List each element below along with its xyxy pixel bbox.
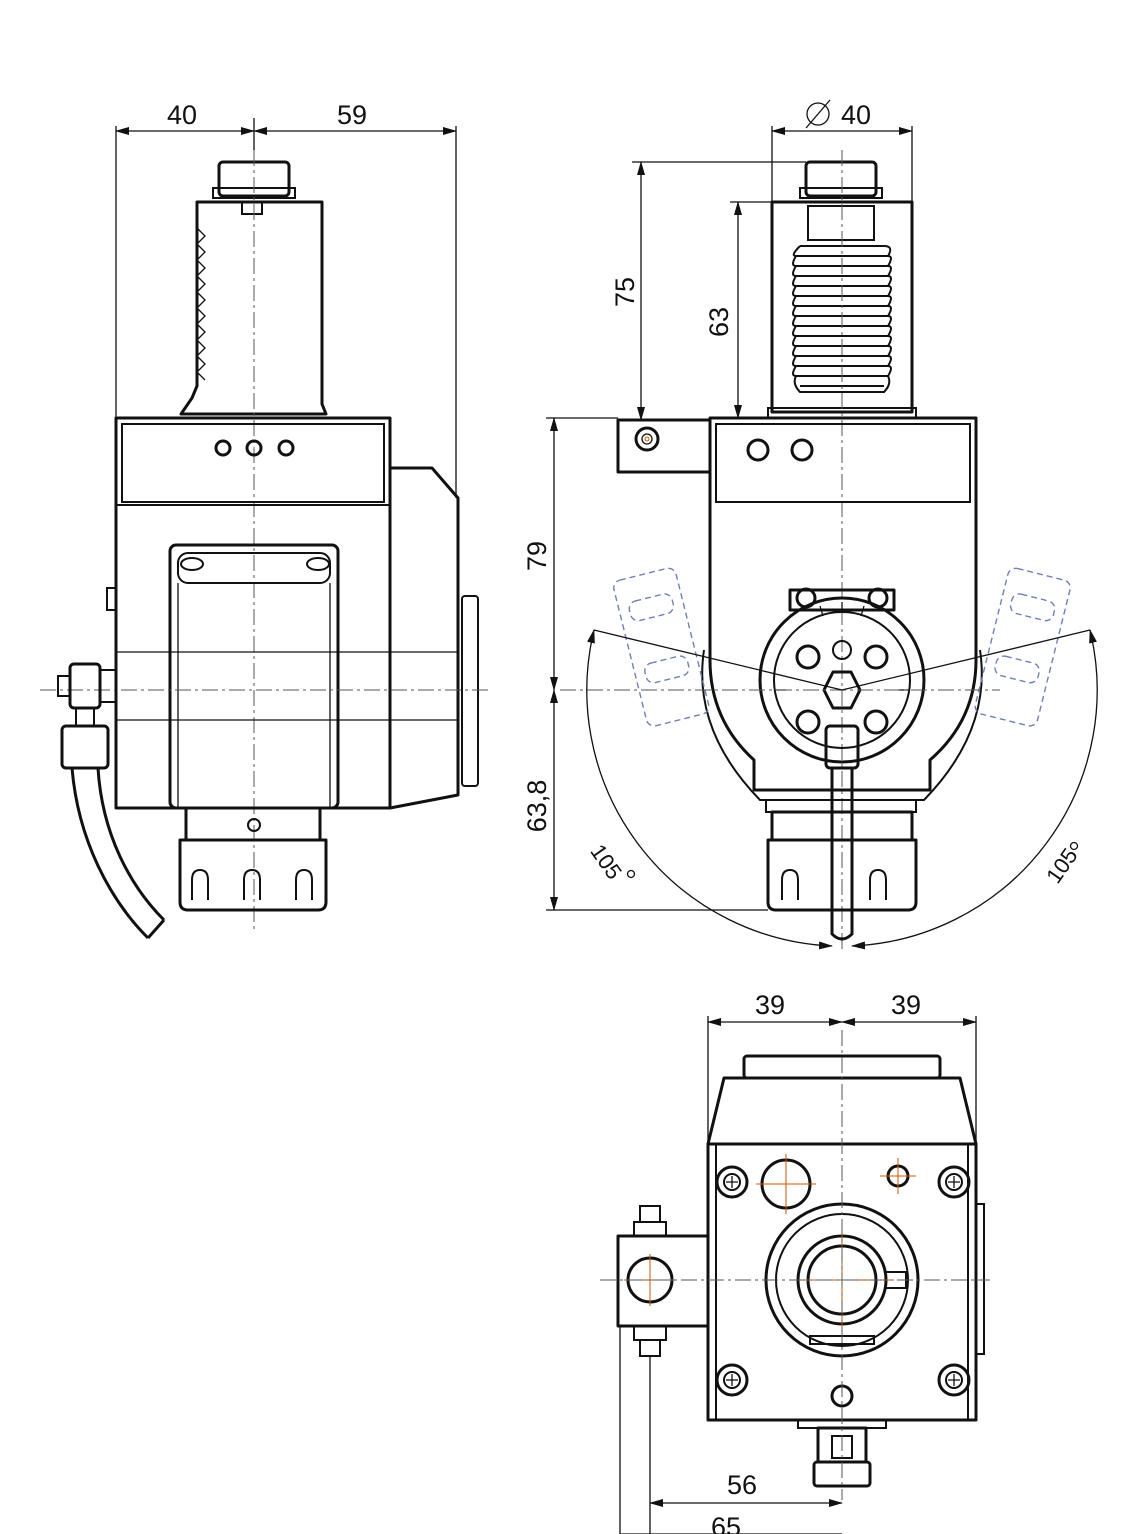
front-drive-nut <box>804 160 878 198</box>
side-housing-bulge <box>389 466 460 810</box>
side-coolant-elbow <box>60 724 110 770</box>
dim-label-bottom-right: 39 <box>891 990 921 1020</box>
side-housing-top-band <box>121 423 385 503</box>
dim-label-bottom-56: 56 <box>727 1470 757 1500</box>
side-cover-screw-right <box>306 557 330 571</box>
front-swivel-ghost-left <box>613 567 710 727</box>
bottom-clamp-bolt-bottom <box>639 1339 661 1357</box>
side-collet-slot-3 <box>295 868 313 900</box>
bottom-view: 39 39 56 65 <box>600 990 990 1534</box>
bottom-plug-small-center <box>880 1158 916 1194</box>
dim-label-front-75: 75 <box>610 277 640 307</box>
side-view: 40 59 <box>40 100 490 940</box>
front-plug-1 <box>746 438 770 462</box>
side-shank-slot <box>241 202 263 215</box>
dim-label-side-left: 40 <box>167 100 197 130</box>
front-dial-screw-bl <box>795 709 821 735</box>
diameter-symbol <box>806 102 830 126</box>
side-hole-3 <box>277 439 295 457</box>
front-collet-ring-top <box>765 799 917 813</box>
bottom-right-rail <box>975 1203 985 1355</box>
front-dial-bracket <box>788 588 896 612</box>
front-view: 105 105 40 75 63 79 63,8 <box>522 99 1098 950</box>
front-dial-screw-br <box>863 709 889 735</box>
bottom-screw-br <box>937 1363 971 1397</box>
side-collet-slot-2 <box>243 868 261 900</box>
side-housing-flange <box>461 595 479 787</box>
bottom-clamp-nut-bottom <box>633 1325 667 1341</box>
angle-arc-right <box>851 629 1098 950</box>
front-clamp-lug <box>616 418 712 474</box>
angle-degree-left <box>626 869 636 879</box>
front-clamp-screw-inner <box>641 433 653 445</box>
dim-label-front-63-8: 63,8 <box>522 780 552 833</box>
bottom-clamp-nut-top <box>633 1221 667 1237</box>
bottom-side-clamp <box>616 1234 710 1328</box>
side-coolant-hose-inner <box>96 767 166 922</box>
side-coolant-fitting <box>68 662 102 710</box>
dim-label-bottom-left: 39 <box>755 990 785 1020</box>
front-dial-screw-mr <box>863 644 889 670</box>
front-dial-pin <box>832 640 852 660</box>
side-housing-plug <box>106 587 117 611</box>
bottom-screw-tl <box>715 1165 749 1199</box>
angle-label-left: 105 <box>585 839 627 883</box>
bottom-screw-bl <box>715 1363 749 1397</box>
dim-label-front-diameter: 40 <box>841 100 871 130</box>
front-drive-nut-flange <box>799 187 883 199</box>
front-swivel-ghost-right <box>974 567 1071 727</box>
front-clamp-screw <box>634 426 660 452</box>
dim-label-front-79: 79 <box>522 541 552 571</box>
side-collet-pin <box>247 818 261 832</box>
side-cover-top <box>177 552 331 584</box>
front-collet-slot-1 <box>781 868 799 900</box>
side-collet-nut <box>178 838 328 912</box>
dim-label-front-63: 63 <box>704 307 734 337</box>
angle-label-right: 105 <box>1041 843 1083 887</box>
side-cover-screw-left <box>180 557 204 571</box>
front-dial-screw-ml <box>795 644 821 670</box>
front-shank <box>770 200 914 414</box>
side-hole-2 <box>245 439 263 457</box>
side-hole-1 <box>214 439 232 457</box>
side-collet-slot-1 <box>191 868 209 900</box>
side-shank-serration <box>196 227 206 381</box>
angle-arc-left <box>586 629 833 950</box>
front-dial-scale <box>776 602 908 691</box>
side-coolant-fitting-nut <box>57 675 71 697</box>
side-coolant-hose-outer <box>70 767 150 940</box>
front-clamp-center <box>644 436 650 442</box>
bottom-screw-tr <box>937 1165 971 1199</box>
angle-ray-left <box>593 629 843 691</box>
side-collet-ring <box>184 806 322 842</box>
front-plug-2 <box>790 438 814 462</box>
dim-label-bottom-65: 65 <box>711 1512 741 1534</box>
front-collet-slot-2 <box>869 868 887 900</box>
side-coolant-hose-end <box>146 919 166 939</box>
bottom-plug-large-center <box>756 1154 816 1214</box>
side-coolant-fitting-body <box>99 669 117 703</box>
angle-degree-right <box>1069 841 1079 851</box>
diameter-symbol-stroke <box>805 99 831 129</box>
dim-label-side-right: 59 <box>337 100 367 130</box>
front-shank-hex <box>807 205 875 241</box>
front-housing <box>708 416 978 792</box>
bottom-clamp-bolt-top <box>639 1205 661 1223</box>
side-housing <box>114 416 392 810</box>
front-housing-top-band <box>715 423 971 503</box>
